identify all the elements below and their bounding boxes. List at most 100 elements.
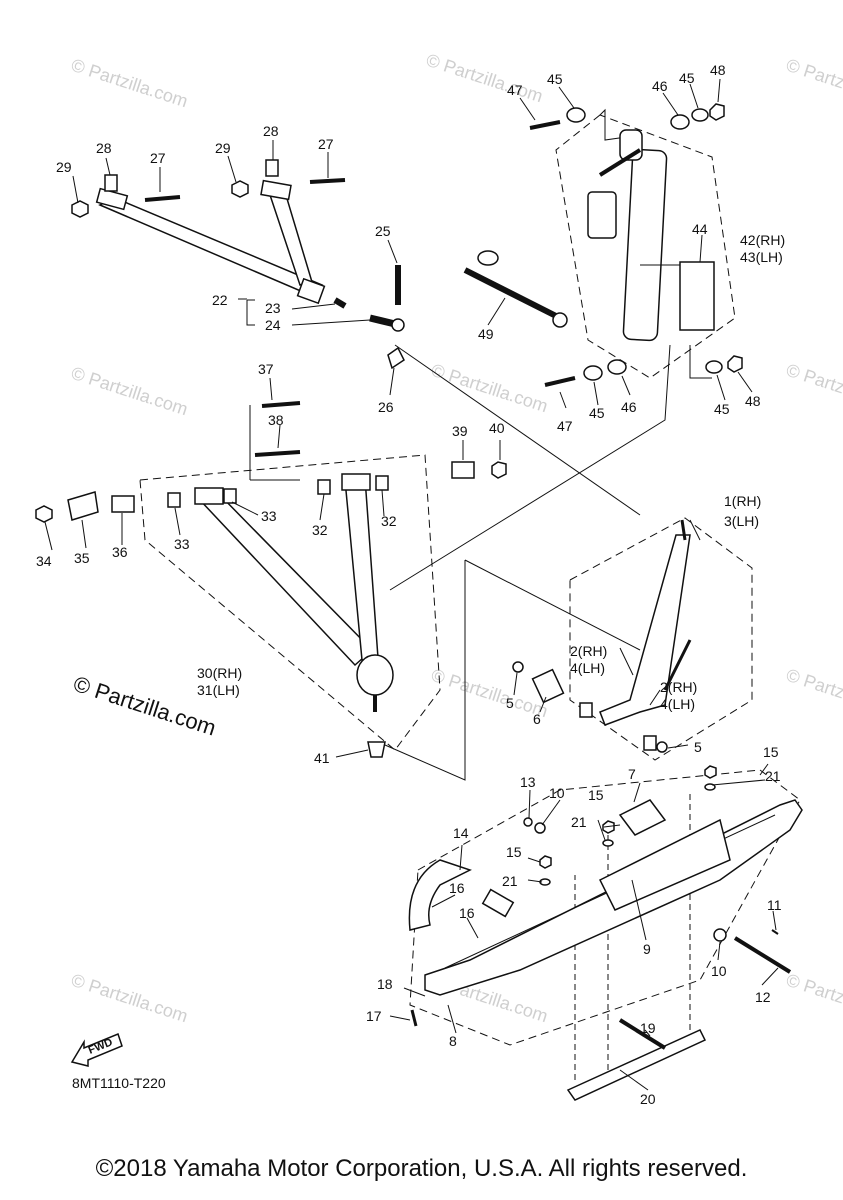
runner-20 [566,1029,707,1101]
callout: 21 [502,873,518,889]
callout: 10 [549,785,565,801]
figure-code: 8MT1110-T220 [72,1075,166,1091]
collar-39 [451,461,475,479]
collar-36 [111,495,135,513]
bolt-47 [544,376,576,387]
nut-15 [704,765,717,779]
callout: 29 [56,159,72,175]
nut-48 [709,103,725,121]
callout: 21 [765,768,781,784]
callout: 22 [212,292,228,308]
boot-41 [367,741,386,758]
callout: 4(LH) [570,660,605,676]
bolt-38 [254,450,301,457]
callout: 12 [755,989,771,1005]
bushing-28 [265,159,279,177]
callout: 40 [489,420,505,436]
bushing-2 [643,735,657,751]
callout: 24 [265,317,281,333]
nut-15 [539,855,552,869]
callout: 45 [714,401,730,417]
callout: 47 [507,82,523,98]
a-arm-group-outline [139,454,441,751]
watermark: © Partzilla.com [69,363,191,420]
callout: 30(RH) [197,665,242,681]
lower-a-arm-30 [35,401,507,758]
callout: 2(RH) [660,679,697,695]
bolt-37 [261,401,301,408]
callout: 9 [643,941,651,957]
callout: 20 [640,1091,656,1107]
callout: 15 [763,744,779,760]
callout: 15 [588,787,604,803]
washer-5 [656,741,668,753]
callout: 42(RH) [740,232,785,248]
callout: 45 [547,71,563,87]
callout: 33 [174,536,190,552]
callout: 28 [96,140,112,156]
nut-13 [523,817,533,827]
washer-21 [704,783,716,791]
callout: 49 [478,326,494,342]
bushing-2 [579,702,593,718]
upper-arm-22 [71,159,405,370]
bushing-45 [583,365,603,381]
callout: 27 [150,150,166,166]
callout: 16 [459,905,475,921]
spacer-46 [670,114,690,130]
callout: 5 [694,739,702,755]
bolt-27 [309,178,346,184]
callout: 5 [506,695,514,711]
callout: 19 [640,1020,656,1036]
callout: 35 [74,550,90,566]
bolt-12 [733,936,792,974]
steering-damper-49 [463,250,568,328]
cap-26 [387,346,405,370]
washer-10 [534,822,546,834]
callout: 25 [375,223,391,239]
callout: 10 [711,963,727,979]
callout: 43(LH) [740,249,783,265]
watermark: © Partzilla.com [784,665,843,722]
callout: 1(RH) [724,493,761,509]
callout: 31(LH) [197,682,240,698]
nut-15 [602,820,615,834]
nut-34 [35,505,53,523]
callout: 14 [453,825,469,841]
callout: 47 [557,418,573,434]
bolt-47 [529,120,561,130]
pin-11 [771,929,779,935]
reservoir [587,191,617,239]
handle-14 [408,859,472,931]
cover-7 [618,799,667,836]
ski-group-outline [409,769,801,1046]
leader-lines [44,78,779,1091]
watermark: © Partzilla.com [429,360,551,417]
callout: 34 [36,553,52,569]
washer-5 [512,661,524,673]
bushing-45 [566,107,586,123]
ski-8 [408,765,803,1101]
cover-44 [679,261,715,331]
copyright-notice: ©2018 Yamaha Motor Corporation, U.S.A. A… [95,1155,748,1182]
spacer-46 [607,359,627,375]
callout: 41 [314,750,330,766]
callout: 48 [745,393,761,409]
callout: 2(RH) [570,643,607,659]
callout: 17 [366,1008,382,1024]
bushing-32 [317,479,331,495]
collar-23 [333,297,347,309]
callout: 7 [628,766,636,782]
callout: 4(LH) [660,696,695,712]
callout: 32 [312,522,328,538]
bushing-45 [705,360,723,374]
bolt-27 [144,195,181,202]
spindle-1 [512,519,692,753]
watermark: © Partzilla.com [784,970,843,1027]
watermark: © Partzilla.com [784,55,843,112]
callout: 28 [263,123,279,139]
callout: 13 [520,774,536,790]
callout: 38 [268,412,284,428]
callout: 36 [112,544,128,560]
